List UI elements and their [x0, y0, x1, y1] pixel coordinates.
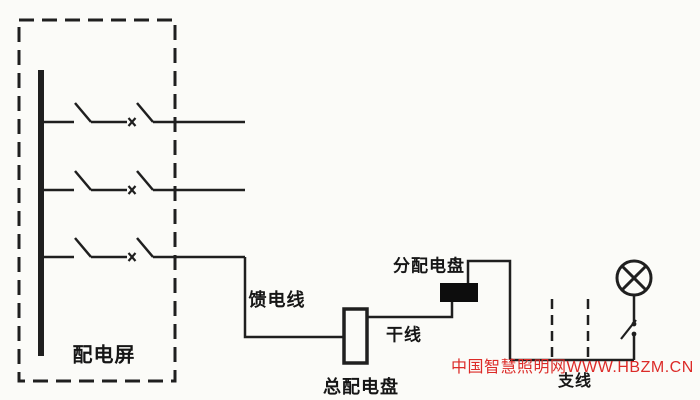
- switch-fuse-circuit-3: [44, 237, 245, 262]
- main-distribution-board-symbol: [342, 307, 369, 365]
- switch-blade-icon: [74, 237, 92, 258]
- feeder-wire: [243, 257, 344, 339]
- feeder-line-label: 馈电线: [248, 290, 306, 310]
- trunk-wire: [367, 302, 454, 319]
- switch-blade-icon: [74, 170, 92, 191]
- switch-fuse-circuit-1: [44, 102, 245, 127]
- switch-icon: [620, 295, 637, 360]
- switch-fuse-circuit-2: [44, 170, 245, 195]
- fuse-x-icon: [127, 117, 137, 127]
- fuse-x-icon: [127, 252, 137, 262]
- switch-blade-icon: [136, 237, 154, 258]
- fuse-x-icon: [127, 185, 137, 195]
- panel-label: 配电屏: [72, 344, 136, 367]
- riser-wire: [466, 259, 512, 360]
- switch-blade-icon: [136, 102, 154, 123]
- sub-distribution-board-symbol: [440, 283, 478, 302]
- watermark-text: 中国智慧照明网WWW.HBZM.CN: [451, 359, 694, 376]
- sub-distribution-board-label: 分配电盘: [393, 256, 465, 276]
- panel-dashed-boundary: [17, 18, 177, 383]
- main-distribution-board-label: 总配电盘: [323, 377, 399, 397]
- switch-blade-icon: [136, 170, 154, 191]
- switch-blade-icon: [74, 102, 92, 123]
- branch-line-label: 支线: [557, 373, 593, 390]
- lamp-icon: [615, 259, 653, 297]
- trunk-line-label: 干线: [386, 325, 422, 345]
